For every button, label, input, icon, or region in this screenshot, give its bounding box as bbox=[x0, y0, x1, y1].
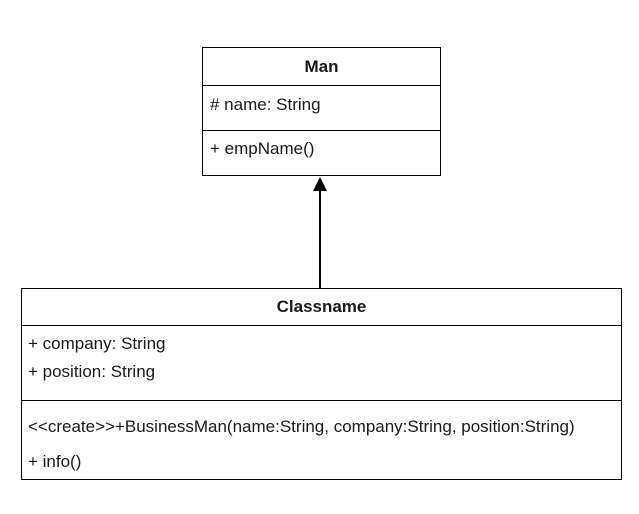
class-box-man[interactable]: Man # name: String + empName() bbox=[202, 47, 441, 176]
methods-section-classname: <<create>>+BusinessMan(name:String, comp… bbox=[22, 401, 621, 473]
attributes-section-man: # name: String bbox=[203, 86, 440, 131]
attribute-name: # name: String bbox=[210, 95, 321, 114]
class-title-classname: Classname bbox=[22, 289, 621, 326]
edge-line-classname-to-man[interactable] bbox=[319, 189, 321, 288]
attribute-company: + company: String bbox=[28, 334, 166, 353]
attributes-section-classname: + company: String + position: String bbox=[22, 326, 621, 401]
arrow-head-icon bbox=[313, 177, 327, 191]
class-title-man: Man bbox=[203, 48, 440, 86]
method-empname: + empName() bbox=[210, 139, 315, 158]
methods-section-man: + empName() bbox=[203, 131, 440, 160]
method-info: + info() bbox=[28, 452, 82, 471]
attribute-position: + position: String bbox=[28, 362, 156, 381]
method-businessman-constructor: <<create>>+BusinessMan(name:String, comp… bbox=[28, 417, 575, 436]
class-box-classname[interactable]: Classname + company: String + position: … bbox=[21, 288, 622, 480]
